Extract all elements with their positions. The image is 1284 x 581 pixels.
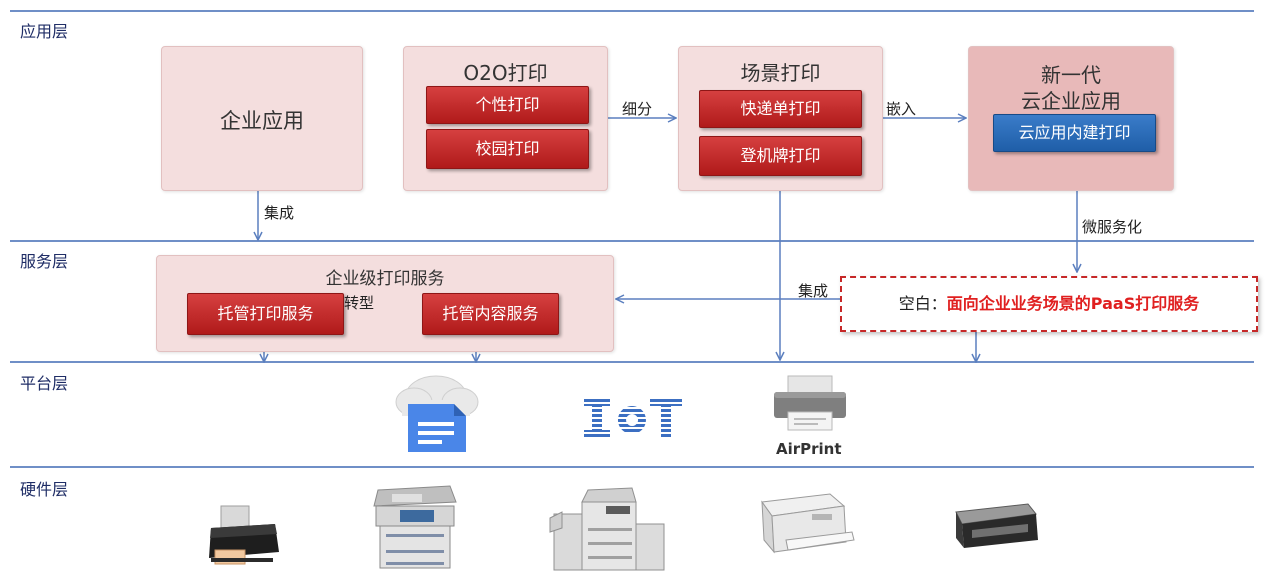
cloud-app-box: 新一代 云企业应用 云应用内建打印 — [968, 46, 1174, 191]
integrate-down-label: 集成 — [264, 204, 295, 222]
cloud-app-title-line1: 新一代 — [1041, 63, 1101, 87]
transform-label: 转型 — [344, 294, 375, 312]
courier-slip-print-button[interactable]: 快递单打印 — [699, 90, 862, 128]
laser-printer-image — [761, 493, 855, 554]
enterprise-print-service-title: 企业级打印服务 — [325, 269, 445, 289]
hardware-divider — [10, 466, 1254, 468]
hosted-print-service-button[interactable]: 托管打印服务 — [187, 293, 344, 335]
integrate-left-label: 集成 — [798, 282, 829, 300]
multifunction-printer-image — [373, 485, 457, 569]
photo-printer-image — [955, 503, 1038, 548]
enterprise-print-service-box: 企业级打印服务 托管打印服务 托管内容服务 — [156, 255, 614, 352]
paas-gap-box: 空白：面向企业业务场景的PaaS打印服务 — [840, 276, 1258, 332]
scene-print-box: 场景打印 快递单打印 登机牌打印 — [678, 46, 883, 191]
inkjet-printer-image — [209, 505, 279, 565]
hosted-content-service-button[interactable]: 托管内容服务 — [422, 293, 559, 335]
enterprise-app-box: 企业应用 — [161, 46, 363, 191]
boarding-pass-print-button[interactable]: 登机牌打印 — [699, 136, 862, 176]
microservice-label: 微服务化 — [1082, 218, 1143, 236]
app-layer-label: 应用层 — [20, 22, 69, 41]
airprint-icon — [774, 375, 846, 431]
iot-logo — [584, 398, 682, 438]
airprint-label: AirPrint — [776, 440, 842, 458]
gap-prefix: 空白： — [898, 294, 947, 313]
o2o-print-box: O2O打印 个性打印 校园打印 — [403, 46, 608, 191]
top-divider — [10, 10, 1254, 12]
refine-label: 细分 — [622, 100, 653, 118]
cloud-print-icon — [395, 375, 479, 452]
scene-print-title: 场景打印 — [740, 61, 821, 85]
copier-image — [549, 487, 665, 571]
campus-print-button[interactable]: 校园打印 — [426, 129, 589, 169]
platform-divider — [10, 361, 1254, 363]
personalized-print-button[interactable]: 个性打印 — [426, 86, 589, 124]
gap-highlight: 面向企业业务场景的PaaS打印服务 — [946, 294, 1200, 313]
o2o-print-title: O2O打印 — [463, 61, 548, 85]
cloud-builtin-print-button[interactable]: 云应用内建打印 — [993, 114, 1156, 152]
service-divider — [10, 240, 1254, 242]
enterprise-app-label: 企业应用 — [220, 109, 304, 133]
hardware-layer-label: 硬件层 — [20, 480, 69, 499]
embed-label: 嵌入 — [886, 100, 917, 118]
platform-layer-label: 平台层 — [20, 374, 69, 393]
cloud-app-title-line2: 云企业应用 — [1021, 89, 1121, 113]
service-layer-label: 服务层 — [20, 252, 69, 271]
